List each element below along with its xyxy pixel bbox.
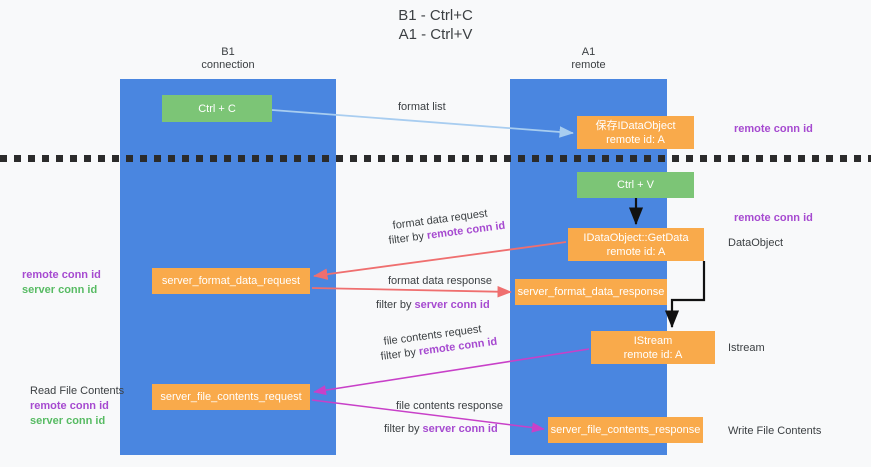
annotation-write-file-contents: Write File Contents	[728, 424, 821, 439]
annotation-left-remote-conn-id-2: remote conn id	[30, 400, 109, 412]
annotation-remote-conn-id-top: remote conn id	[734, 122, 813, 137]
annotation-write-file-contents-text: Write File Contents	[728, 425, 822, 437]
annotation-remote-conn-id-top-text: remote conn id	[734, 123, 813, 135]
annotation-left-read-file-contents: Read File Contents remote conn id server…	[30, 384, 124, 429]
server-conn-id-token-1: server conn id	[414, 299, 490, 311]
node-server-format-data-request-label: server_format_data_request	[161, 275, 301, 287]
wire-format-data-response	[311, 285, 512, 298]
node-save-idataobject-label: 保存IDataObject	[595, 119, 676, 132]
node-server-format-data-request[interactable]: server_format_data_request	[152, 268, 310, 294]
lane-header-a1-name: A1	[581, 46, 596, 58]
edge-label-format-data-response-filter: filter by server conn id	[376, 299, 490, 311]
filter-by-prefix-2: filter by	[376, 299, 415, 311]
server-conn-id-token-2: server conn id	[422, 423, 498, 435]
annotation-istream-text: Istream	[728, 342, 765, 354]
lane-header-a1: A1 remote	[510, 46, 667, 72]
annotation-left-conn-ids-format: remote conn id server conn id	[22, 268, 101, 298]
edge-label-format-data-response-text: format data response	[388, 275, 492, 287]
edge-label-format-list-text: format list	[398, 101, 446, 113]
annotation-read-file-contents-text: Read File Contents	[30, 385, 125, 397]
wire-file-contents-request	[313, 348, 590, 396]
edge-label-file-contents-response-text: file contents response	[396, 400, 504, 412]
lane-header-b1: B1 connection	[120, 46, 336, 72]
title-line-1: B1 - Ctrl+C	[398, 7, 473, 24]
wire-getdata-istream	[664, 261, 706, 329]
page-title: B1 - Ctrl+C A1 - Ctrl+V	[0, 6, 871, 44]
node-server-format-data-response-label: server_format_data_response	[517, 286, 665, 298]
node-getdata-label: IDataObject::GetData	[583, 231, 689, 244]
edge-label-file-contents-response-filter: filter by server conn id	[384, 423, 498, 435]
node-idataobject-getdata[interactable]: IDataObject::GetData remote id: A	[568, 228, 704, 261]
annotation-remote-conn-id-mid-text: remote conn id	[734, 212, 813, 224]
wire-format-data-request	[313, 241, 567, 280]
node-istream[interactable]: IStream remote id: A	[591, 331, 715, 364]
node-ctrl-c-label: Ctrl + C	[198, 102, 236, 115]
annotation-left-server-conn-id-1: server conn id	[22, 284, 98, 296]
node-server-file-contents-request[interactable]: server_file_contents_request	[152, 384, 310, 410]
annotation-left-server-conn-id-2: server conn id	[30, 415, 106, 427]
lane-header-a1-subtitle: remote	[571, 59, 606, 71]
filter-by-prefix-4: filter by	[384, 423, 423, 435]
node-server-file-contents-response[interactable]: server_file_contents_response	[548, 417, 703, 443]
edge-label-file-contents-response: file contents response	[396, 400, 503, 412]
title-line-2: A1 - Ctrl+V	[398, 26, 473, 43]
node-save-idataobject[interactable]: 保存IDataObject remote id: A	[577, 116, 694, 149]
node-istream-remote: remote id: A	[623, 348, 683, 361]
annotation-remote-conn-id-mid: remote conn id	[734, 211, 813, 226]
annotation-left-remote-conn-id-1: remote conn id	[22, 269, 101, 281]
wire-file-contents-response	[311, 399, 545, 433]
node-server-file-contents-response-label: server_file_contents_response	[550, 424, 701, 436]
node-ctrl-v-label: Ctrl + V	[617, 179, 654, 191]
node-save-idataobject-remote: remote id: A	[606, 133, 665, 146]
node-istream-label: IStream	[633, 334, 673, 347]
wire-format-list	[271, 109, 574, 138]
node-ctrl-c[interactable]: Ctrl + C	[162, 95, 272, 122]
annotation-istream: Istream	[728, 341, 765, 356]
node-getdata-remote: remote id: A	[606, 245, 666, 258]
phase-divider	[0, 155, 871, 162]
node-ctrl-v[interactable]: Ctrl + V	[577, 172, 694, 198]
annotation-dataobject: DataObject	[728, 236, 783, 251]
lane-header-b1-name: B1	[221, 46, 235, 58]
edge-label-format-list: format list	[398, 101, 446, 113]
lane-header-b1-subtitle: connection	[201, 59, 255, 71]
edge-label-format-data-response: format data response	[388, 275, 492, 287]
annotation-dataobject-text: DataObject	[728, 237, 784, 249]
node-server-format-data-response[interactable]: server_format_data_response	[515, 279, 667, 305]
node-server-file-contents-request-label: server_file_contents_request	[160, 391, 302, 403]
